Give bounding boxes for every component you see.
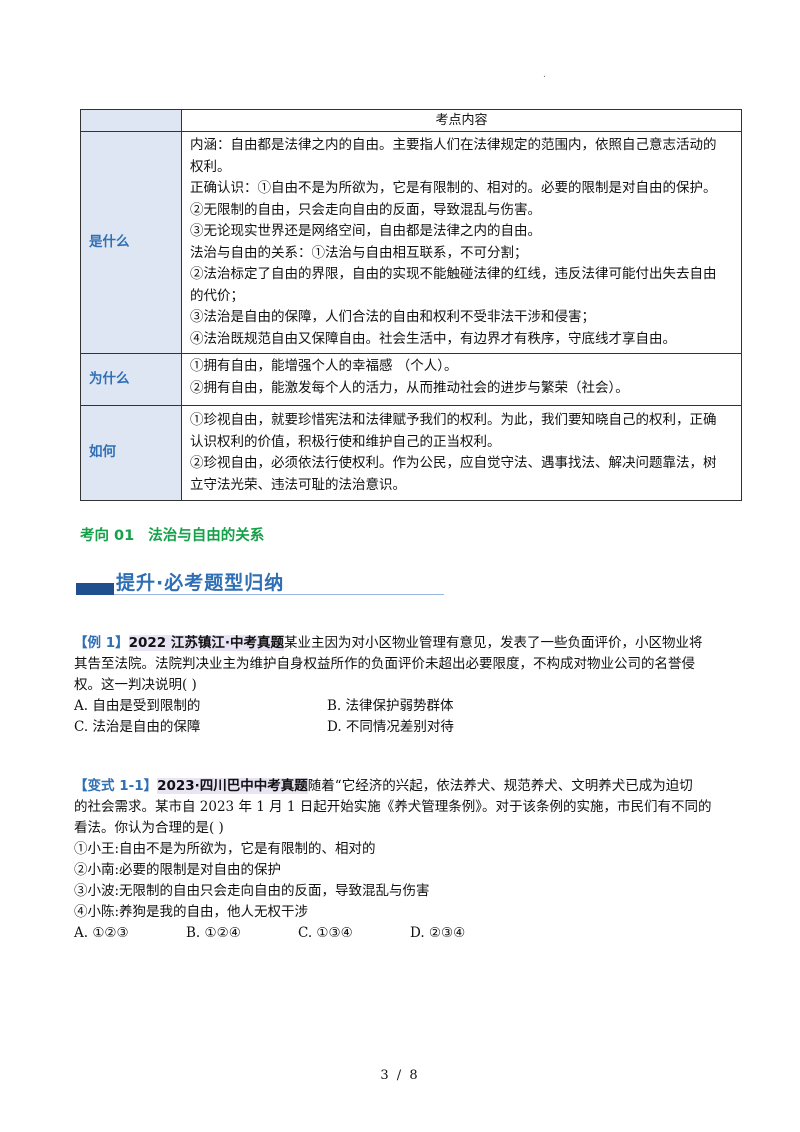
option-a: A. 自由是受到限制的 <box>74 698 201 714</box>
table-row-why: 为什么 ①拥有自由，能增强个人的幸福感 （个人）。 ②拥有自由，能激发每个人的活… <box>80 353 742 406</box>
question-text: 随着“它经济的兴起，依法养犬、规范养犬、文明养犬已成为迫切 <box>307 778 693 794</box>
table-header-cell: 考点内容 <box>181 109 742 132</box>
option-row: A. 自由是受到限制的 B. 法律保护弱势群体 <box>74 696 754 717</box>
content-line: ③法治是自由的保障，人们合法的自由和权利不受非法干涉和侵害； <box>190 309 595 325</box>
question-source: 2023·四川巴中中考真题 <box>157 778 308 794</box>
statement-3: ③小波:无限制的自由只会走向自由的反面，导致混乱与伤害 <box>74 883 430 899</box>
banner-underline <box>114 594 444 595</box>
option-a: A. ①②③ <box>74 925 129 941</box>
option-c: C. ①③④ <box>298 925 353 941</box>
content-line: ①珍视自由，就要珍惜宪法和法律赋予我们的权利。为此，我们要知晓自己的权利，正确 <box>190 412 717 428</box>
content-line: 认识权利的价值，积极行使和维护自己的正当权利。 <box>190 433 501 450</box>
page-number: 3 / 8 <box>380 1068 420 1083</box>
section-banner: 提升·必考题型归纳 <box>76 566 446 600</box>
statement-4: ④小陈:养狗是我的自由，他人无权干涉 <box>74 904 309 920</box>
row-content-why: ①拥有自由，能增强个人的幸福感 （个人）。 ②拥有自由，能激发每个人的活力，从而… <box>181 353 742 406</box>
question-line: 【例 1】2022 江苏镇江·中考真题某业主因为对小区物业管理有意见，发表了一些… <box>74 633 754 654</box>
statement-1: ①小王:自由不是为所欲为，它是有限制的、相对的 <box>74 841 376 857</box>
header-dot: . <box>543 70 546 80</box>
question-tag: 【例 1】 <box>74 635 129 651</box>
option-d: D. 不同情况差别对待 <box>327 719 454 735</box>
question-tag: 【变式 1-1】 <box>74 778 158 794</box>
question-source: 2022 江苏镇江·中考真题 <box>128 635 284 651</box>
row-label-why: 为什么 <box>80 353 182 406</box>
content-line: ②珍视自由，必须依法行使权利。作为公民，应自觉守法、遇事找法、解决问题靠法，树 <box>190 455 717 471</box>
table-row-how: 如何 ①珍视自由，就要珍惜宪法和法律赋予我们的权利。为此，我们要知晓自己的权利，… <box>80 405 742 501</box>
option-row: A. ①②③ B. ①②④ C. ①③④ D. ②③④ <box>74 923 754 944</box>
row-label-how: 如何 <box>80 405 182 501</box>
question-line: 【变式 1-1】2023·四川巴中中考真题随着“它经济的兴起，依法养犬、规范养犬… <box>74 776 754 797</box>
subtitle-code: 考向 01 <box>80 528 135 544</box>
table-row-what: 是什么 内涵：自由都是法律之内的自由。主要指人们在法律规定的范围内，依照自己意志… <box>80 131 742 354</box>
option-row: C. 法治是自由的保障 D. 不同情况差别对待 <box>74 717 754 738</box>
content-line: ③无论现实世界还是网络空间，自由都是法律之内的自由。 <box>190 223 541 239</box>
content-line: 权利。 <box>190 158 231 175</box>
content-line: ②法治标定了自由的界限，自由的实现不能触碰法律的红线，违反法律可能付出失去自由 <box>190 266 717 282</box>
content-line: ①拥有自由，能增强个人的幸福感 （个人）。 <box>190 358 458 374</box>
option-c: C. 法治是自由的保障 <box>74 719 201 735</box>
content-line: 正确认识：①自由不是为所欲为，它是有限制的、相对的。必要的限制是对自由的保护。 <box>190 180 717 196</box>
option-b: B. 法律保护弱势群体 <box>327 698 454 714</box>
content-line: 的代价； <box>190 287 244 304</box>
question-line: 其告至法院。法院判决业主为维护自身权益所作的负面评价未超出必要限度，不构成对物业… <box>74 656 695 672</box>
content-line: ②拥有自由，能激发每个人的活力，从而推动社会的进步与繁荣（社会）。 <box>190 379 629 396</box>
knowledge-table: 考点内容 是什么 内涵：自由都是法律之内的自由。主要指人们在法律规定的范围内，依… <box>80 109 742 501</box>
question-line: 看法。你认为合理的是( ) <box>74 820 224 836</box>
subtitle-text: 法治与自由的关系 <box>148 528 265 544</box>
banner-bar <box>76 583 114 595</box>
question-line: 的社会需求。某市自 2023 年 1 月 1 日起开始实施《养犬管理条例》。对于… <box>74 799 712 815</box>
content-line: 立守法光荣、违法可耻的法治意识。 <box>190 476 406 493</box>
option-b: B. ①②④ <box>186 925 241 941</box>
row-content-how: ①珍视自由，就要珍惜宪法和法律赋予我们的权利。为此，我们要知晓自己的权利，正确 … <box>181 405 742 501</box>
table-corner-cell <box>80 109 182 132</box>
content-line: 内涵：自由都是法律之内的自由。主要指人们在法律规定的范围内，依照自己意志活动的 <box>190 137 717 153</box>
row-content-what: 内涵：自由都是法律之内的自由。主要指人们在法律规定的范围内，依照自己意志活动的 … <box>181 131 742 354</box>
content-line: ④法治既规范自由又保障自由。社会生活中，有边界才有秩序，守底线才享自由。 <box>190 330 676 347</box>
banner-title: 提升·必考题型归纳 <box>116 572 285 594</box>
statement-2: ②小南:必要的限制是对自由的保护 <box>74 862 282 878</box>
question-text: 某业主因为对小区物业管理有意见，发表了一些负面评价，小区物业将 <box>284 635 703 651</box>
option-d: D. ②③④ <box>410 925 466 941</box>
question-line: 权。这一判决说明( ) <box>74 677 197 693</box>
section-subtitle: 考向 01 法治与自由的关系 <box>80 524 264 545</box>
content-line: ②无限制的自由，只会走向自由的反面，导致混乱与伤害。 <box>190 201 541 218</box>
variant-1-1: 【变式 1-1】2023·四川巴中中考真题随着“它经济的兴起，依法养犬、规范养犬… <box>74 776 754 944</box>
row-label-what: 是什么 <box>80 131 182 354</box>
example-1: 【例 1】2022 江苏镇江·中考真题某业主因为对小区物业管理有意见，发表了一些… <box>74 633 754 738</box>
table-header-row: 考点内容 <box>80 109 742 132</box>
content-line: 法治与自由的关系：①法治与自由相互联系，不可分割； <box>190 244 528 261</box>
